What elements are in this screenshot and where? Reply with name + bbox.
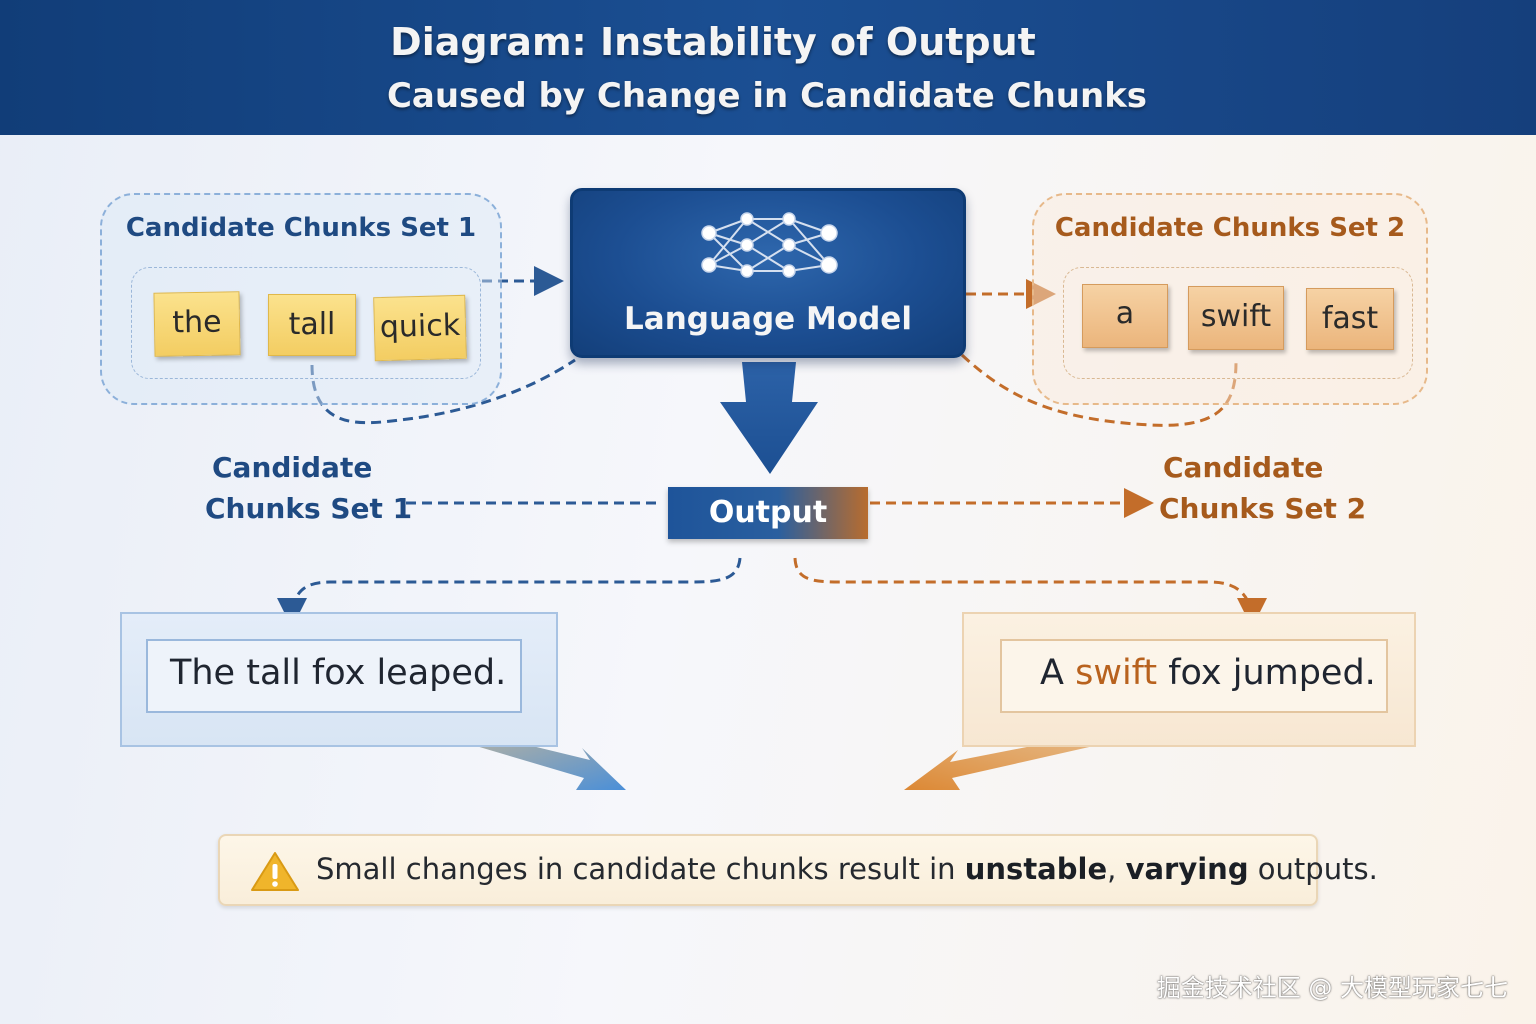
warning-bold-2: varying [1125,852,1249,886]
watermark: 掘金技术社区 @ 大模型玩家七七 [1156,974,1508,1002]
header-banner: Diagram: Instability of Output Caused by… [0,0,1536,135]
output-label: Output [708,495,828,530]
result-2-sentence: A swift fox jumped. [1000,639,1388,713]
warning-banner: Small changes in candidate chunks result… [218,834,1378,906]
set-1-chunk-area [131,267,481,379]
chunk-chip: quick [373,294,467,362]
chunk-chip: the [153,291,241,357]
neural-network-icon [701,212,838,278]
chunk-chip: swift [1188,286,1284,350]
output-left-label-line1: Candidate [212,451,373,484]
warning-bold-1: unstable [964,852,1108,886]
chunk-chip: tall [268,294,356,356]
result-2-suffix: fox jumped. [1157,653,1376,693]
output-right-label-line1: Candidate [1163,451,1324,484]
output-left-label: Candidate Chunks Set 1 [205,447,412,529]
chunk-chip: fast [1306,288,1394,350]
warning-text-suffix: outputs. [1248,852,1378,886]
result-2-prefix: A [1040,653,1076,693]
result-1-sentence: The tall fox leaped. [146,639,522,713]
chunk-chip: a [1082,284,1168,348]
page-subtitle: Caused by Change in Candidate Chunks [386,76,1148,116]
warning-text-mid: , [1107,852,1126,886]
warning-icon [251,852,299,891]
output-left-label-line2: Chunks Set 1 [205,492,413,525]
set-2-title: Candidate Chunks Set 2 [1054,213,1406,243]
warning-text-prefix: Small changes in candidate chunks result… [316,852,965,886]
output-box: Output [668,487,868,539]
warning-text: Small changes in candidate chunks result… [316,852,1378,886]
set-2-chunk-area [1063,267,1413,379]
result-2-highlight: swift [1075,653,1158,693]
output-right-label: Candidate Chunks Set 2 [1159,447,1366,529]
set-1-title: Candidate Chunks Set 1 [125,213,477,243]
language-model-label: Language Model [624,301,912,337]
language-model-box: Language Model [570,188,966,358]
page-title: Diagram: Instability of Output [390,20,1036,64]
output-right-label-line2: Chunks Set 2 [1159,492,1367,525]
